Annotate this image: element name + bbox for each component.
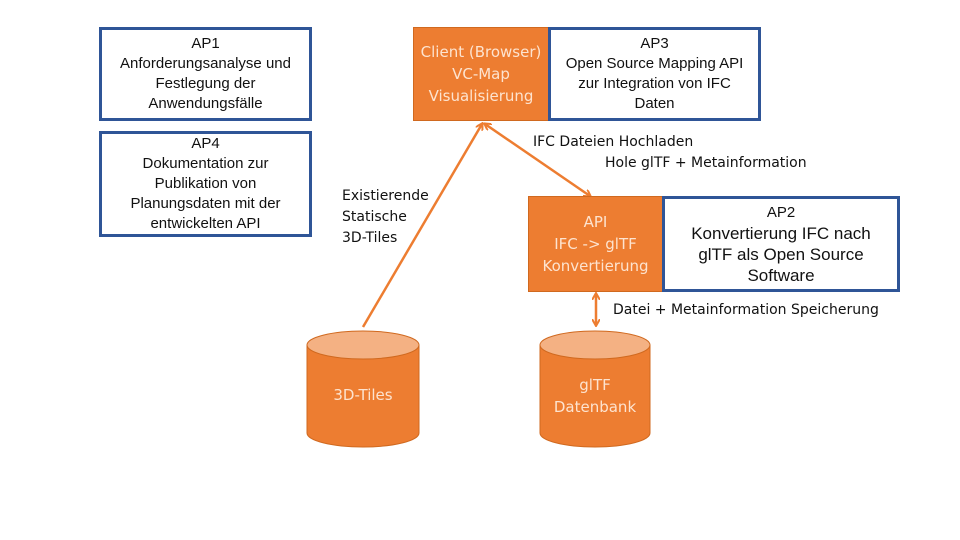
- ap2-title: AP2: [766, 204, 796, 221]
- api-line: IFC -> glTF: [554, 235, 637, 253]
- ap4-line: Dokumentation zur: [142, 155, 269, 172]
- database-3d-tiles-label: 3D-Tiles: [307, 370, 419, 420]
- ap2-line: Konvertierung IFC nach: [691, 224, 871, 243]
- ap1-line: Anwendungsfälle: [148, 95, 263, 112]
- existing-tiles-line: 3D-Tiles: [342, 230, 398, 246]
- client-browser-box: Client (Browser) VC-Map Visualisierung: [413, 27, 549, 121]
- ap3-box: AP3 Open Source Mapping API zur Integrat…: [548, 27, 761, 121]
- ap4-line: Planungsdaten mit der: [130, 195, 281, 212]
- database-3d-tiles-shape: [306, 330, 420, 448]
- api-line: API: [583, 213, 608, 231]
- ap4-box: AP4 Dokumentation zur Publikation von Pl…: [99, 131, 312, 237]
- database-gltf-label: glTF Datenbank: [540, 368, 650, 424]
- ap2-line: Software: [747, 266, 815, 285]
- ap2-box: AP2 Konvertierung IFC nach glTF als Open…: [662, 196, 900, 292]
- ap1-line: Festlegung der: [155, 75, 256, 92]
- ap4-title: AP4: [191, 135, 220, 152]
- client-line: Visualisierung: [428, 87, 534, 105]
- existing-tiles-line: Existierende: [342, 188, 429, 204]
- ap3-line: Open Source Mapping API: [565, 55, 744, 72]
- ap2-line: glTF als Open Source: [698, 245, 864, 264]
- ap3-line: zur Integration von IFC: [578, 75, 731, 92]
- ap1-box: AP1 Anforderungsanalyse und Festlegung d…: [99, 27, 312, 121]
- ap3-title: AP3: [640, 35, 669, 52]
- existing-tiles-label: Existierende Statische 3D-Tiles: [342, 186, 429, 249]
- client-line: Client (Browser): [420, 43, 542, 61]
- gltf-db-text: glTF: [579, 376, 611, 394]
- fetch-label: Hole glTF + Metainformation: [605, 155, 807, 171]
- ap4-line: entwickelten API: [150, 215, 261, 232]
- storage-label: Datei + Metainformation Speicherung: [613, 302, 879, 318]
- ap3-line: Daten: [634, 95, 675, 112]
- api-conversion-box: API IFC -> glTF Konvertierung: [528, 196, 663, 292]
- arrow-tiles-to-client: [361, 124, 482, 328]
- gltf-db-text: Datenbank: [553, 398, 637, 416]
- ap1-title: AP1: [191, 35, 220, 52]
- ap1-line: Anforderungsanalyse und: [120, 55, 291, 72]
- upload-label: IFC Dateien Hochladen: [533, 134, 694, 150]
- tiles-db-text: 3D-Tiles: [333, 386, 393, 404]
- ap4-line: Publikation von: [154, 175, 257, 192]
- database-gltf-shape: [539, 330, 651, 448]
- api-line: Konvertierung: [542, 257, 649, 275]
- client-line: VC-Map: [452, 65, 510, 83]
- existing-tiles-line: Statische: [342, 209, 407, 225]
- arrow-client-api: [485, 124, 590, 196]
